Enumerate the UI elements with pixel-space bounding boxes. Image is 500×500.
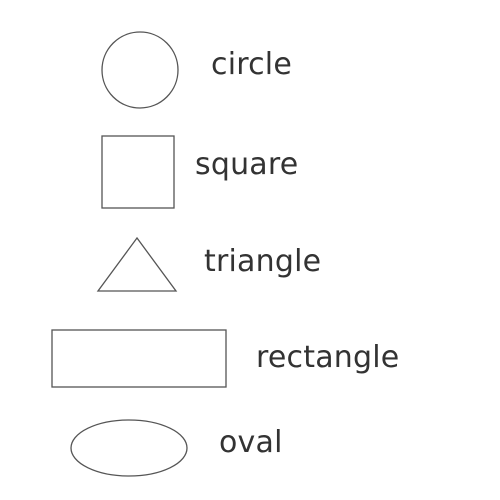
square-shape xyxy=(101,135,175,209)
oval-shape xyxy=(70,419,188,477)
triangle-label: triangle xyxy=(204,244,322,279)
rectangle-label: rectangle xyxy=(256,340,400,375)
circle-shape xyxy=(101,31,179,109)
rectangle-shape xyxy=(51,329,227,388)
oval-label: oval xyxy=(219,425,283,460)
square-label: square xyxy=(195,147,299,182)
triangle-shape xyxy=(96,236,178,292)
circle-label: circle xyxy=(211,47,292,82)
